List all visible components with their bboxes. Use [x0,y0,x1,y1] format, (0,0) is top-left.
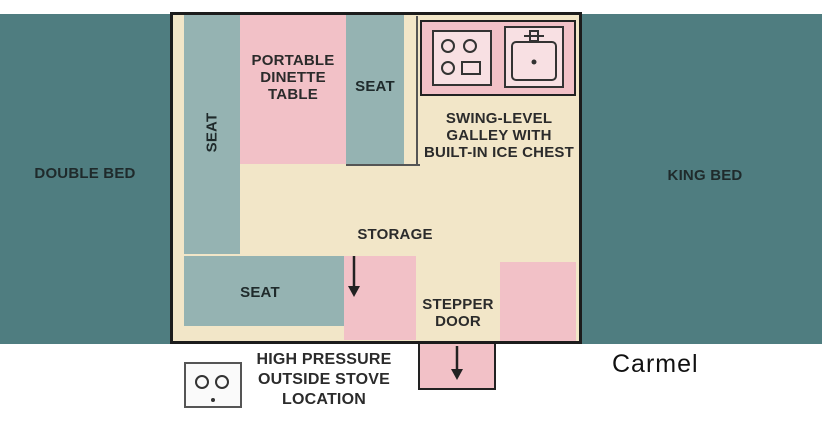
cabinet-line [346,164,420,166]
king-bed [580,14,822,344]
door-label: STEPPER DOOR [422,296,494,330]
double-bed-label: DOUBLE BED [34,165,136,182]
model-name: Carmel [612,350,699,378]
dinette-table [240,14,346,164]
right-cabinet [500,262,576,342]
seat-bottom [184,256,344,326]
double-bed [0,14,172,344]
king-bed-label: KING BED [667,167,743,184]
trailer-outline [170,12,582,344]
seat-top [346,14,404,164]
seat-left [184,14,240,254]
storage-cabinet [344,256,416,340]
galley-divider [416,16,418,166]
arrow-down-icon [447,344,467,384]
seat-top-label: SEAT [355,78,395,95]
arrow-down-icon [344,254,364,300]
outside-stove-label: HIGH PRESSURE OUTSIDE STOVE LOCATION [256,351,392,408]
storage-label: STORAGE [357,226,433,243]
dinette-table-label: PORTABLE DINETTE TABLE [251,52,335,103]
stovetop-icon [432,30,492,86]
seat-bottom-label: SEAT [240,284,280,301]
outside-stove-icon [184,362,242,408]
galley-label: SWING-LEVEL GALLEY WITH BUILT-IN ICE CHE… [424,110,574,161]
sink-icon [504,26,564,88]
